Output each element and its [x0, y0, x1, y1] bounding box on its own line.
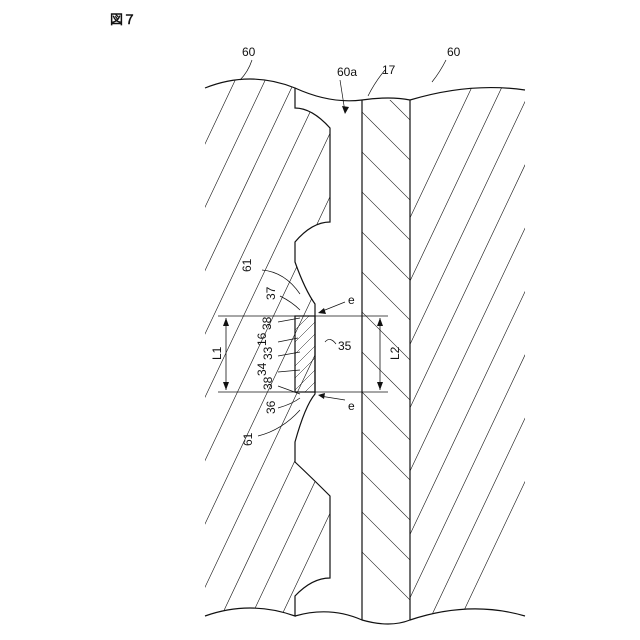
- label-38-top: 38: [260, 316, 274, 330]
- label-l2: L2: [388, 346, 402, 360]
- label-l1: L1: [210, 346, 224, 360]
- label-36: 36: [264, 400, 278, 414]
- label-35: 35: [338, 339, 352, 353]
- label-e-top: e: [348, 293, 355, 307]
- label-60a: 60a: [337, 65, 357, 79]
- label-16: 16: [255, 332, 269, 346]
- label-61-top: 61: [240, 258, 254, 272]
- top-break-line: [295, 88, 525, 101]
- arrow-60a: [342, 106, 349, 114]
- arrow-e-top: [318, 308, 326, 314]
- label-e-bottom: e: [348, 399, 355, 413]
- label-61-bottom: 61: [241, 432, 255, 446]
- figure-title: 図７: [110, 12, 136, 27]
- label-38-bottom: 38: [261, 376, 275, 390]
- label-60-right: 60: [447, 45, 461, 59]
- label-34: 34: [255, 362, 269, 376]
- label-37: 37: [264, 286, 278, 300]
- arrow-e-bottom: [318, 393, 325, 399]
- label-33: 33: [261, 346, 275, 360]
- dimension-l1: [218, 316, 295, 392]
- label-60-left: 60: [242, 45, 256, 59]
- label-17: 17: [382, 63, 396, 77]
